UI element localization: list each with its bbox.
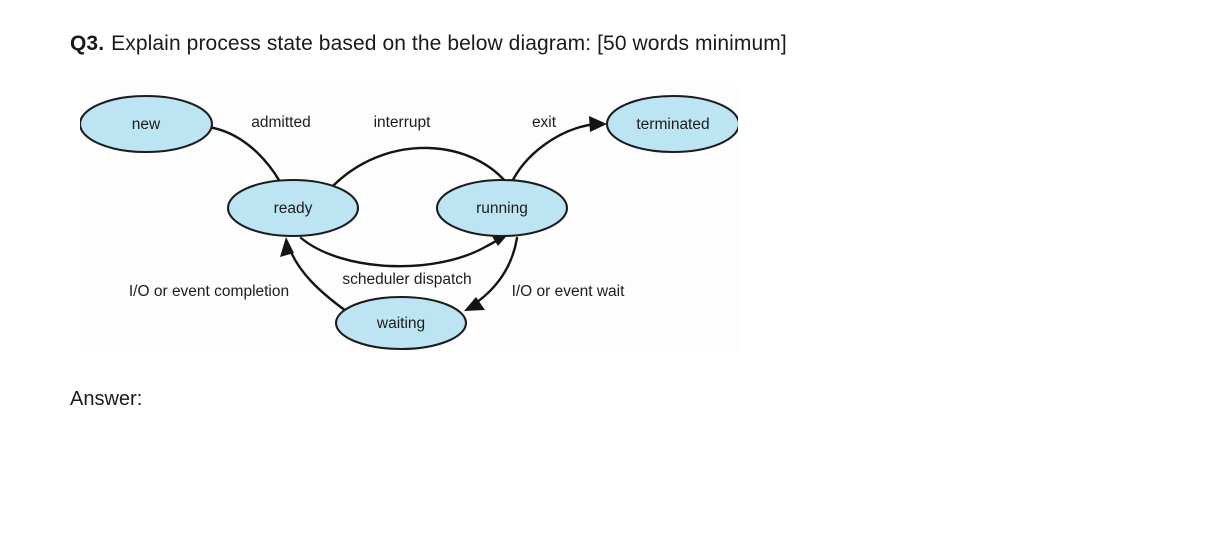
state-node-new: new (80, 94, 214, 154)
edge-scheduler-dispatch (299, 231, 511, 268)
state-label-terminated: terminated (636, 116, 709, 133)
edge-io-event-completion-arrowhead (280, 237, 294, 257)
edge-scheduler-dispatch-path (299, 235, 504, 268)
edge-io-event-wait-path (471, 236, 519, 307)
edge-label-admitted: admitted (251, 114, 310, 131)
state-node-terminated: terminated (605, 94, 738, 154)
edge-exit-arrowhead (589, 116, 607, 132)
edge-io-event-wait (464, 236, 519, 311)
edge-label-io-event-wait: I/O or event wait (512, 283, 626, 300)
state-ellipse-terminated (605, 94, 738, 154)
state-label-waiting: waiting (376, 315, 425, 332)
question-heading: Q3. Explain process state based on the be… (70, 30, 787, 58)
state-node-ready: ready (226, 178, 360, 238)
state-ellipse-ready (226, 178, 360, 238)
answer-label: Answer: (70, 388, 143, 410)
edge-exit-path (508, 122, 598, 188)
edge-io-event-wait-arrowhead (464, 297, 485, 311)
edge-exit (508, 116, 607, 188)
edge-label-interrupt: interrupt (374, 114, 432, 131)
state-ellipse-new (80, 94, 214, 154)
process-state-diagram: new ready running waiting terminated adm… (80, 86, 738, 352)
edge-label-scheduler-dispatch: scheduler dispatch (342, 271, 471, 288)
state-ellipse-running (435, 178, 569, 238)
state-label-new: new (132, 116, 161, 133)
edge-label-io-event-completion: I/O or event completion (129, 283, 289, 300)
edge-io-event-completion (280, 237, 348, 313)
diagram-canvas: new ready running waiting terminated adm… (80, 94, 738, 351)
state-node-waiting: waiting (334, 295, 468, 351)
state-label-running: running (476, 200, 528, 217)
edge-label-exit: exit (532, 114, 557, 131)
question-text: Explain process state based on the below… (111, 32, 787, 55)
state-ellipse-waiting (334, 295, 468, 351)
edge-io-event-completion-path (287, 245, 348, 313)
state-node-running: running (435, 178, 569, 238)
state-label-ready: ready (274, 200, 313, 217)
question-number: Q3. (70, 32, 105, 55)
